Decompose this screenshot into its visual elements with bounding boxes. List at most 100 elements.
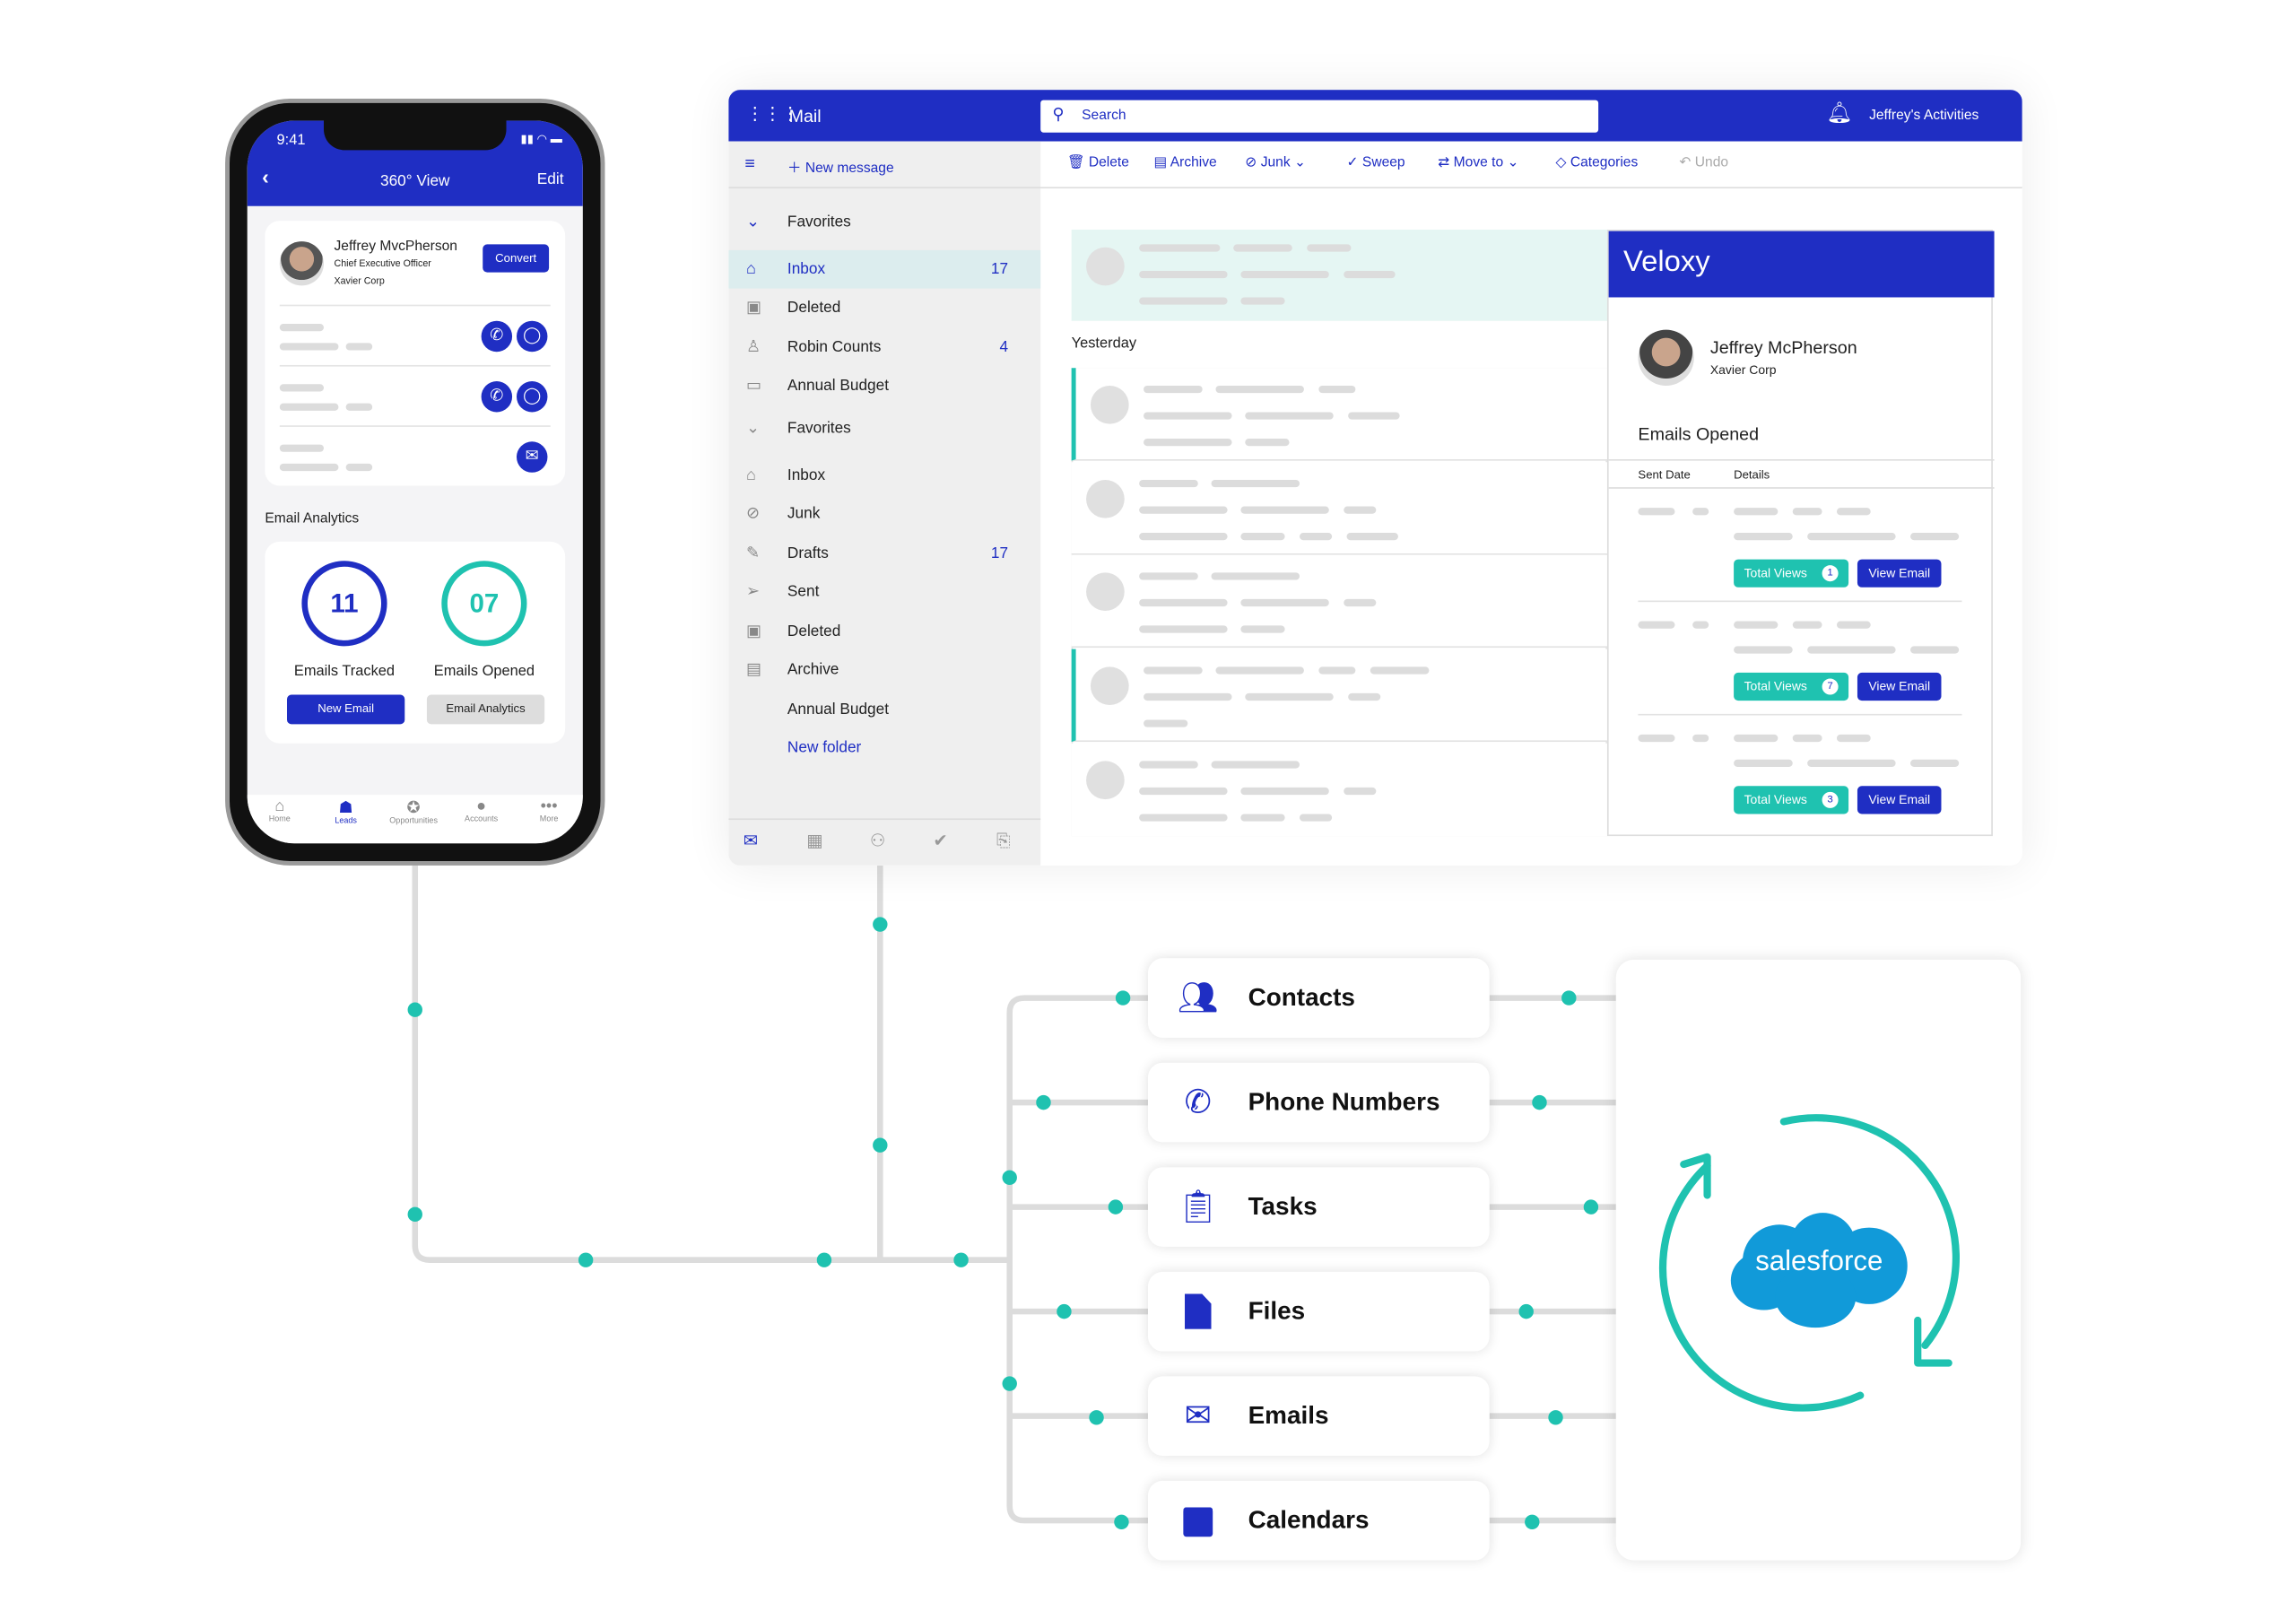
phone-screen: 9:41 ▮▮ ◠ ▬ ‹ 360° View Edit Jeffrey Mvc… (247, 120, 583, 844)
folder-annual-budget[interactable]: ▭Annual Budget (728, 367, 1040, 405)
folder-deleted[interactable]: ▣Deleted (728, 613, 1040, 651)
more-icon: ••• (540, 797, 558, 816)
message-button[interactable]: ◯ (516, 381, 548, 413)
message-item-selected[interactable] (1071, 229, 1607, 321)
call-button[interactable]: ✆ (481, 320, 513, 353)
trash-icon: ▣ (745, 299, 762, 317)
phone-notch (324, 120, 507, 151)
tab-home[interactable]: ⌂Home (248, 797, 312, 824)
message-item[interactable] (1071, 743, 1607, 837)
sweep-button[interactable]: ✓ Sweep (1346, 154, 1405, 171)
contact-name: Jeffrey MvcPherson (334, 238, 457, 255)
contact-name: Jeffrey McPherson (1709, 336, 1857, 358)
section-title: Emails Opened (1638, 423, 1760, 445)
feature-card-files: Files (1147, 1271, 1490, 1352)
tab-bar: ⌂Home ☗Leads ✪Opportunities ●Accounts ••… (247, 795, 583, 844)
email-analytics-button[interactable]: Email Analytics (426, 694, 545, 725)
moneybag-icon: ● (476, 797, 487, 816)
call-button[interactable]: ✆ (481, 381, 513, 413)
hamburger-icon[interactable]: ≡ (744, 152, 755, 174)
send-icon: ➢ (745, 582, 761, 601)
tab-leads[interactable]: ☗Leads (312, 797, 379, 826)
emails-tracked-label: Emails Tracked (293, 664, 396, 681)
edit-button[interactable]: Edit (536, 170, 564, 189)
toolbar (1040, 142, 2022, 189)
activities-link[interactable]: Jeffrey's Activities (1869, 107, 1979, 124)
folder-annual-budget[interactable]: Annual Budget (787, 701, 890, 718)
message-item[interactable] (1071, 368, 1607, 461)
new-message-button[interactable]: ＋ New message (787, 160, 894, 177)
message-button[interactable]: ◯ (516, 320, 548, 353)
table-header: Sent Date Details (1608, 458, 1995, 489)
folder-deleted[interactable]: ▣Deleted (728, 289, 1040, 327)
view-email-button[interactable]: View Email (1857, 559, 1942, 588)
new-email-button[interactable]: New Email (286, 694, 405, 725)
tab-accounts[interactable]: ●Accounts (448, 797, 515, 824)
module-bar: ✉ ▦ ⚇ ✔ ⎘ (728, 818, 1041, 866)
archive-button[interactable]: ▤ Archive (1153, 154, 1217, 171)
folder-archive[interactable]: ▤Archive (728, 650, 1040, 689)
phone-header: 9:41 ▮▮ ◠ ▬ ‹ 360° View Edit (247, 120, 583, 206)
view-email-button[interactable]: View Email (1857, 786, 1942, 814)
tab-opportunities[interactable]: ✪Opportunities (379, 797, 447, 826)
new-folder-link[interactable]: New folder (787, 738, 862, 757)
inbox-icon: ⌂ (745, 260, 756, 279)
people-icon[interactable]: ⚇ (869, 830, 886, 851)
folder-group-favorites[interactable]: ⌄Favorites (745, 419, 851, 438)
archive-icon: ▤ (745, 660, 762, 679)
date-group-yesterday: Yesterday (1071, 335, 1137, 353)
view-email-button[interactable]: View Email (1857, 672, 1942, 701)
folder-sent[interactable]: ➢Sent (728, 572, 1040, 611)
bell-icon[interactable]: 🔔︎ (1826, 100, 1853, 124)
envelope-icon: ✉ (1184, 1397, 1212, 1434)
block-icon: ⊘ (745, 504, 761, 523)
app-launcher-icon[interactable]: ⋮⋮⋮ (745, 102, 800, 124)
tasks-icon[interactable]: ✔ (933, 830, 948, 851)
move-to-button[interactable]: ⇄ Move to ⌄ (1438, 154, 1519, 171)
analytics-card: 11 07 Emails Tracked Emails Opened New E… (265, 541, 566, 744)
folder-inbox[interactable]: ⌂Inbox (728, 457, 1040, 495)
pencil-icon: ✎ (745, 544, 761, 562)
email-button[interactable]: ✉ (516, 441, 548, 473)
folder-group-favorites[interactable]: ⌄Favorites (745, 213, 851, 231)
back-icon[interactable]: ‹ (262, 164, 269, 189)
message-item[interactable] (1071, 462, 1607, 555)
status-time: 9:41 (276, 132, 306, 149)
mail-header: ⋮⋮⋮ Mail ⚲ Search 🔔︎ Jeffrey's Activitie… (728, 90, 2022, 142)
tab-more[interactable]: •••More (515, 797, 582, 824)
message-item[interactable] (1071, 554, 1607, 649)
emails-opened-count: 07 (441, 561, 527, 647)
message-item[interactable] (1071, 649, 1607, 743)
feature-card-phone-numbers: ✆Phone Numbers (1147, 1062, 1490, 1143)
inbox-icon: ⌂ (745, 466, 756, 484)
undo-button[interactable]: ↶ Undo (1679, 154, 1729, 171)
categories-button[interactable]: ◇ Categories (1555, 154, 1639, 171)
attachment-icon[interactable]: ⎘ (996, 830, 1011, 851)
junk-button[interactable]: ⊘ Junk ⌄ (1245, 154, 1307, 171)
search-input[interactable]: ⚲ Search (1040, 100, 1599, 133)
file-icon (1178, 1291, 1219, 1332)
phone-mockup: 9:41 ▮▮ ◠ ▬ ‹ 360° View Edit Jeffrey Mvc… (225, 98, 605, 866)
app-title: Mail (788, 106, 822, 127)
mail-icon[interactable]: ✉ (743, 830, 759, 851)
status-icons: ▮▮ ◠ ▬ (520, 132, 562, 146)
salesforce-card: salesforce (1615, 959, 2022, 1561)
salesforce-logo: salesforce (1730, 1207, 1908, 1328)
feature-card-calendars: Calendars (1147, 1480, 1490, 1561)
convert-button[interactable]: Convert (483, 244, 550, 273)
folder-junk[interactable]: ⊘Junk (728, 494, 1040, 533)
delete-button[interactable]: 🗑︎ Delete (1066, 154, 1129, 171)
calendar-icon[interactable]: ▦ (806, 830, 823, 851)
analytics-title: Email Analytics (265, 510, 360, 527)
emails-tracked-count: 11 (301, 561, 387, 647)
feature-card-contacts: 👥︎Contacts (1147, 958, 1490, 1038)
